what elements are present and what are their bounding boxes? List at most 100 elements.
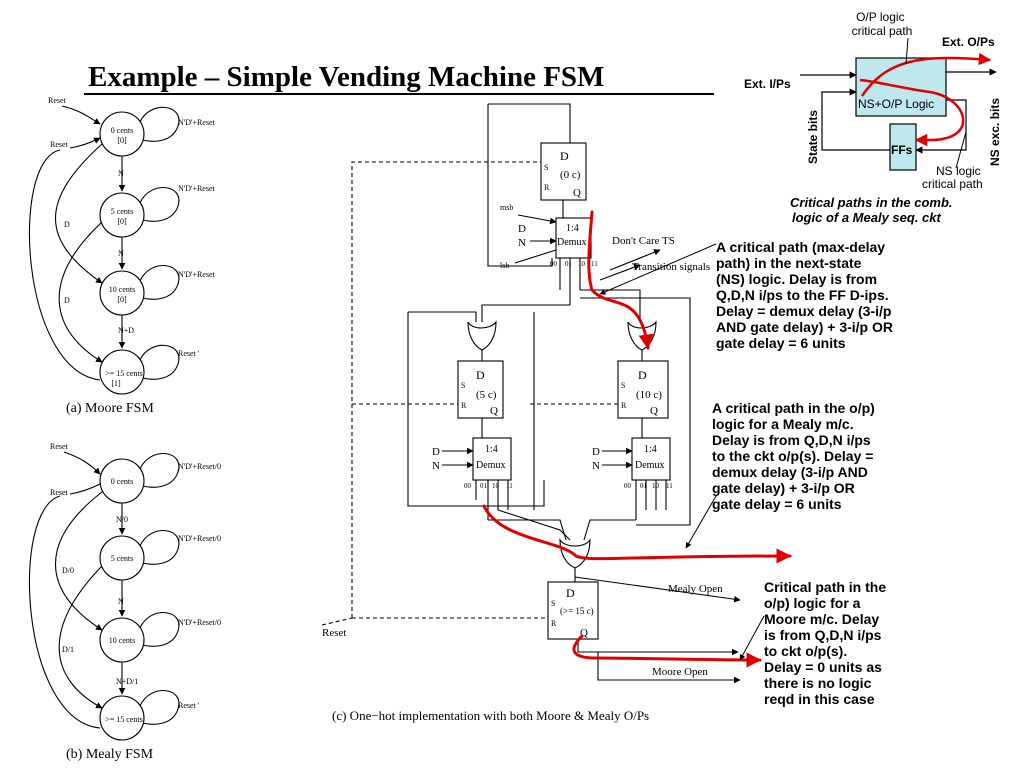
mealy-open-label: Mealy Open [668,583,723,595]
or-gate-5 [467,320,497,351]
demux5-ratio: 1:4 [485,444,498,455]
one-hot-circuit [321,103,741,684]
mealy-state-labels: 0 cents 5 cents 10 cents >= 15 cents [105,477,142,724]
ff5-d: D [476,368,485,382]
demux10-out-11: 11 [666,482,673,490]
ff-5c [457,360,504,419]
demux5-out-10: 10 [492,482,500,490]
ff15-s: S [551,599,555,608]
ff5-label: (5 c) [476,389,497,401]
demux5-sub: Demux [476,460,505,471]
mealy-state-2: 10 cents [109,636,135,645]
ff10-d: D [638,368,647,382]
mealy-loop-2: N'D'+Reset/0 [178,618,221,627]
mealy-edge-n2: N [118,597,124,606]
ff0-d: D [560,149,569,163]
moore-state-2: 10 cents [109,285,135,294]
mealy-state-0: 0 cents [111,477,133,486]
mealy-state-3: >= 15 cents [105,715,142,724]
ff10-label: (10 c) [636,389,662,401]
moore-out-3: [1] [111,379,121,388]
demux10-out-10: 10 [652,482,660,490]
ff0-r: R [544,183,550,192]
ff15-d: D [566,586,575,600]
moore-loop-3: Reset ' [178,349,200,358]
mealy-reset-left: Reset [50,488,69,497]
moore-out-2: [0] [117,295,127,304]
mealy-caption: (b) Mealy FSM [66,747,154,762]
ff10-q: Q [650,405,658,417]
mealy-fsm: Reset Reset [28,442,180,741]
moore-out-1: [0] [117,217,127,226]
state-bits-label: State bits [806,110,820,164]
demux10-out-01: 01 [640,482,648,490]
dont-care-label: Don't Care TS [612,235,675,247]
mealy-loop-0: N'D'+Reset/0 [178,462,221,471]
moore-caption: (a) Moore FSM [66,401,154,416]
mealy-loop-1: N'D'+Reset/0 [178,534,221,543]
ns-exc-label: NS exc. bits [988,98,1002,166]
ext-ops-label: Ext. O/Ps [942,35,995,49]
demux10-d: D [592,446,600,458]
ff15-label: (>= 15 c) [560,606,594,616]
slide-title: Example – Simple Vending Machine FSM [88,61,604,93]
transition-label: Transition signals [632,261,710,273]
demux5-out-11: 11 [506,482,513,490]
moore-reset-top: Reset [48,96,67,105]
ns-critical-path [587,210,654,350]
moore-reset-left: Reset [50,140,69,149]
demux10-sub: Demux [635,460,664,471]
moore-loop-2: N'D'+Reset [178,270,216,279]
circuit-labels: D (0 c) S R Q 1:4 Demux msb D N lsb 00 0… [322,149,723,678]
mealy-critical-path [482,504,792,564]
moore-edge-d1: D [64,220,70,229]
circuit-caption: (c) One−hot implementation with both Moo… [332,708,649,723]
moore-state-0: 0 cents [111,126,133,135]
demux-5 [472,437,512,481]
ext-ips-label: Ext. I/Ps [744,77,791,91]
ff5-q: Q [490,405,498,417]
ffs-label: FFs [891,143,913,157]
demux0-out-10: 10 [578,260,586,268]
ns-logic-label: NS logic critical path [922,164,984,191]
demux0-out-11: 11 [591,260,598,268]
moore-loop-0: N'D'+Reset [178,118,216,127]
mealy-block-diagram: O/P logic critical path Ext. O/Ps Ext. I… [744,10,1002,225]
mealy-path-annotation: A critical path in the o/p)logic for a M… [712,400,875,512]
ff15-q: Q [580,627,588,639]
moore-edge-d2: D [64,296,70,305]
demux5-n: N [432,460,440,472]
circuit-critical-paths [482,210,792,668]
circuit-reset-label: Reset [322,627,346,639]
mealy-edge-labels: N'D'+Reset/0 N'D'+Reset/0 N'D'+Reset/0 R… [62,462,221,710]
mealy-reset-top: Reset [50,442,69,451]
op-logic-label: O/P logic critical path [852,10,913,38]
moore-edge-labels: N'D'+Reset N'D'+Reset N'D'+Reset Reset '… [64,118,216,358]
ff10-r: R [621,401,627,410]
moore-edge-n1: N [118,169,124,178]
mealy-edge-nd: N+D/1 [116,677,138,686]
mealy-edge-n1: N/0 [116,515,128,524]
ff5-r: R [461,401,467,410]
demux0-sub: Demux [557,237,586,248]
moore-state-1: 5 cents [111,207,133,216]
demux0-ratio: 1:4 [566,223,579,234]
ff15-r: R [551,619,557,628]
moore-open-label: Moore Open [652,666,708,678]
demux0-out-00: 00 [550,260,558,268]
moore-critical-path [572,634,762,668]
demux0-n: N [518,237,526,249]
moore-loop-1: N'D'+Reset [178,184,216,193]
ff-0c [540,142,587,201]
mealy-state-1: 5 cents [111,554,133,563]
ff0-label: (0 c) [560,169,581,181]
demux0-lsb: lsb [500,261,509,270]
block-caption: Critical paths in the comb. logic of a M… [790,195,956,225]
demux5-out-00: 00 [464,482,472,490]
demux10-n: N [592,460,600,472]
mealy-loop-3: Reset ' [178,701,200,710]
demux0-out-01: 01 [565,260,573,268]
demux0-d: D [518,223,526,235]
